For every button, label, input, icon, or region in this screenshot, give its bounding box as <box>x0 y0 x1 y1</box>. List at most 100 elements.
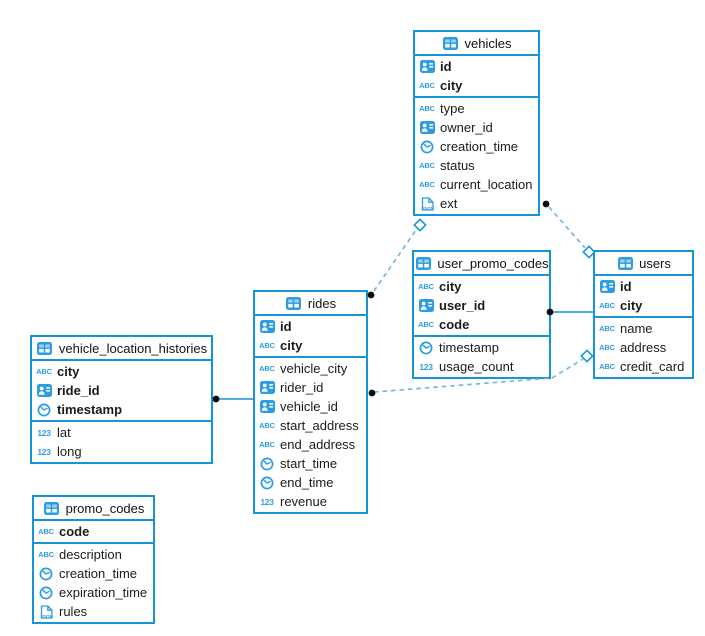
column-creation_time: creation_time <box>34 564 153 583</box>
svg-text:JSON: JSON <box>421 205 434 210</box>
column-label: start_time <box>280 456 338 471</box>
table-vehicle-location-histories[interactable]: vehicle_location_histories ABC city ride_i… <box>30 335 213 464</box>
table-header: users <box>595 252 692 276</box>
svg-text:JSON: JSON <box>40 613 53 618</box>
number-type-icon: 123 <box>419 361 433 372</box>
column-label: creation_time <box>59 566 138 581</box>
id-type-icon <box>418 121 436 134</box>
column-label: ext <box>440 196 458 211</box>
column-expiration_time: expiration_time <box>34 583 153 602</box>
table-icon <box>616 256 634 270</box>
relationship-vehicle-location-histories-rides <box>212 395 253 403</box>
table-header: vehicle_location_histories <box>32 337 211 361</box>
timestamp-type-icon <box>417 341 435 355</box>
table-icon <box>285 296 303 310</box>
id-type-icon <box>35 384 53 397</box>
column-label: owner_id <box>440 120 493 135</box>
id-type-icon <box>258 381 276 394</box>
column-label: city <box>57 364 80 379</box>
column-label: vehicle_id <box>280 399 338 414</box>
column-label: creation_time <box>440 139 519 154</box>
string-type-icon: ABC <box>419 180 435 189</box>
column-description: ABC description <box>34 545 153 564</box>
number-type-icon: 123 <box>37 446 51 457</box>
column-creation_time: creation_time <box>415 137 538 156</box>
column-label: rider_id <box>280 380 324 395</box>
id-type-icon <box>258 320 276 333</box>
column-label: code <box>59 524 90 539</box>
string-type-icon: ABC <box>419 161 435 170</box>
table-name: promo_codes <box>65 500 145 516</box>
column-label: description <box>59 547 122 562</box>
table-name: vehicles <box>464 35 512 51</box>
timestamp-type-icon <box>37 567 55 581</box>
column-ext: JSON ext <box>415 194 538 213</box>
column-label: type <box>440 101 465 116</box>
column-label: vehicle_city <box>280 361 348 376</box>
string-type-icon: ABC <box>418 320 434 329</box>
id-type-icon <box>418 60 436 73</box>
table-icon <box>414 256 432 270</box>
string-type-icon: ABC <box>36 367 52 376</box>
column-label: city <box>439 279 462 294</box>
string-type-icon: ABC <box>259 421 275 430</box>
number-type-icon: 123 <box>260 496 274 507</box>
column-label: id <box>440 59 452 74</box>
column-label: user_id <box>439 298 486 313</box>
string-type-icon: ABC <box>419 104 435 113</box>
timestamp-type-icon <box>35 403 53 417</box>
table-name: vehicle_location_histories <box>58 340 208 356</box>
column-label: expiration_time <box>59 585 148 600</box>
column-ride_id: ride_id <box>32 381 211 400</box>
string-type-icon: ABC <box>259 440 275 449</box>
string-type-icon: ABC <box>599 362 615 371</box>
table-icon <box>442 36 460 50</box>
column-city: ABC city <box>32 362 211 381</box>
string-type-icon: ABC <box>599 301 615 310</box>
column-id: id <box>595 277 692 296</box>
column-status: ABC status <box>415 156 538 175</box>
column-timestamp: timestamp <box>32 400 211 419</box>
table-name: users <box>639 255 671 271</box>
column-start_address: ABC start_address <box>255 416 366 435</box>
json-type-icon: JSON <box>37 604 55 619</box>
id-type-icon <box>417 299 435 312</box>
table-header: vehicles <box>415 32 538 56</box>
column-user_id: user_id <box>414 296 549 315</box>
column-label: code <box>439 317 470 332</box>
column-label: status <box>440 158 475 173</box>
column-label: current_location <box>440 177 533 192</box>
number-type-icon: 123 <box>37 427 51 438</box>
string-type-icon: ABC <box>38 527 54 536</box>
column-id: id <box>255 317 366 336</box>
column-label: start_address <box>280 418 359 433</box>
column-label: address <box>620 340 667 355</box>
string-type-icon: ABC <box>38 550 54 559</box>
relationship-user-promo-codes-users <box>546 308 593 316</box>
column-code: ABC code <box>414 315 549 334</box>
timestamp-type-icon <box>37 586 55 600</box>
column-current_location: ABC current_location <box>415 175 538 194</box>
column-label: id <box>620 279 632 294</box>
json-type-icon: JSON <box>418 196 436 211</box>
table-name: user_promo_codes <box>437 255 549 271</box>
column-label: revenue <box>280 494 327 509</box>
table-icon <box>36 341 54 355</box>
table-name: rides <box>307 295 337 311</box>
